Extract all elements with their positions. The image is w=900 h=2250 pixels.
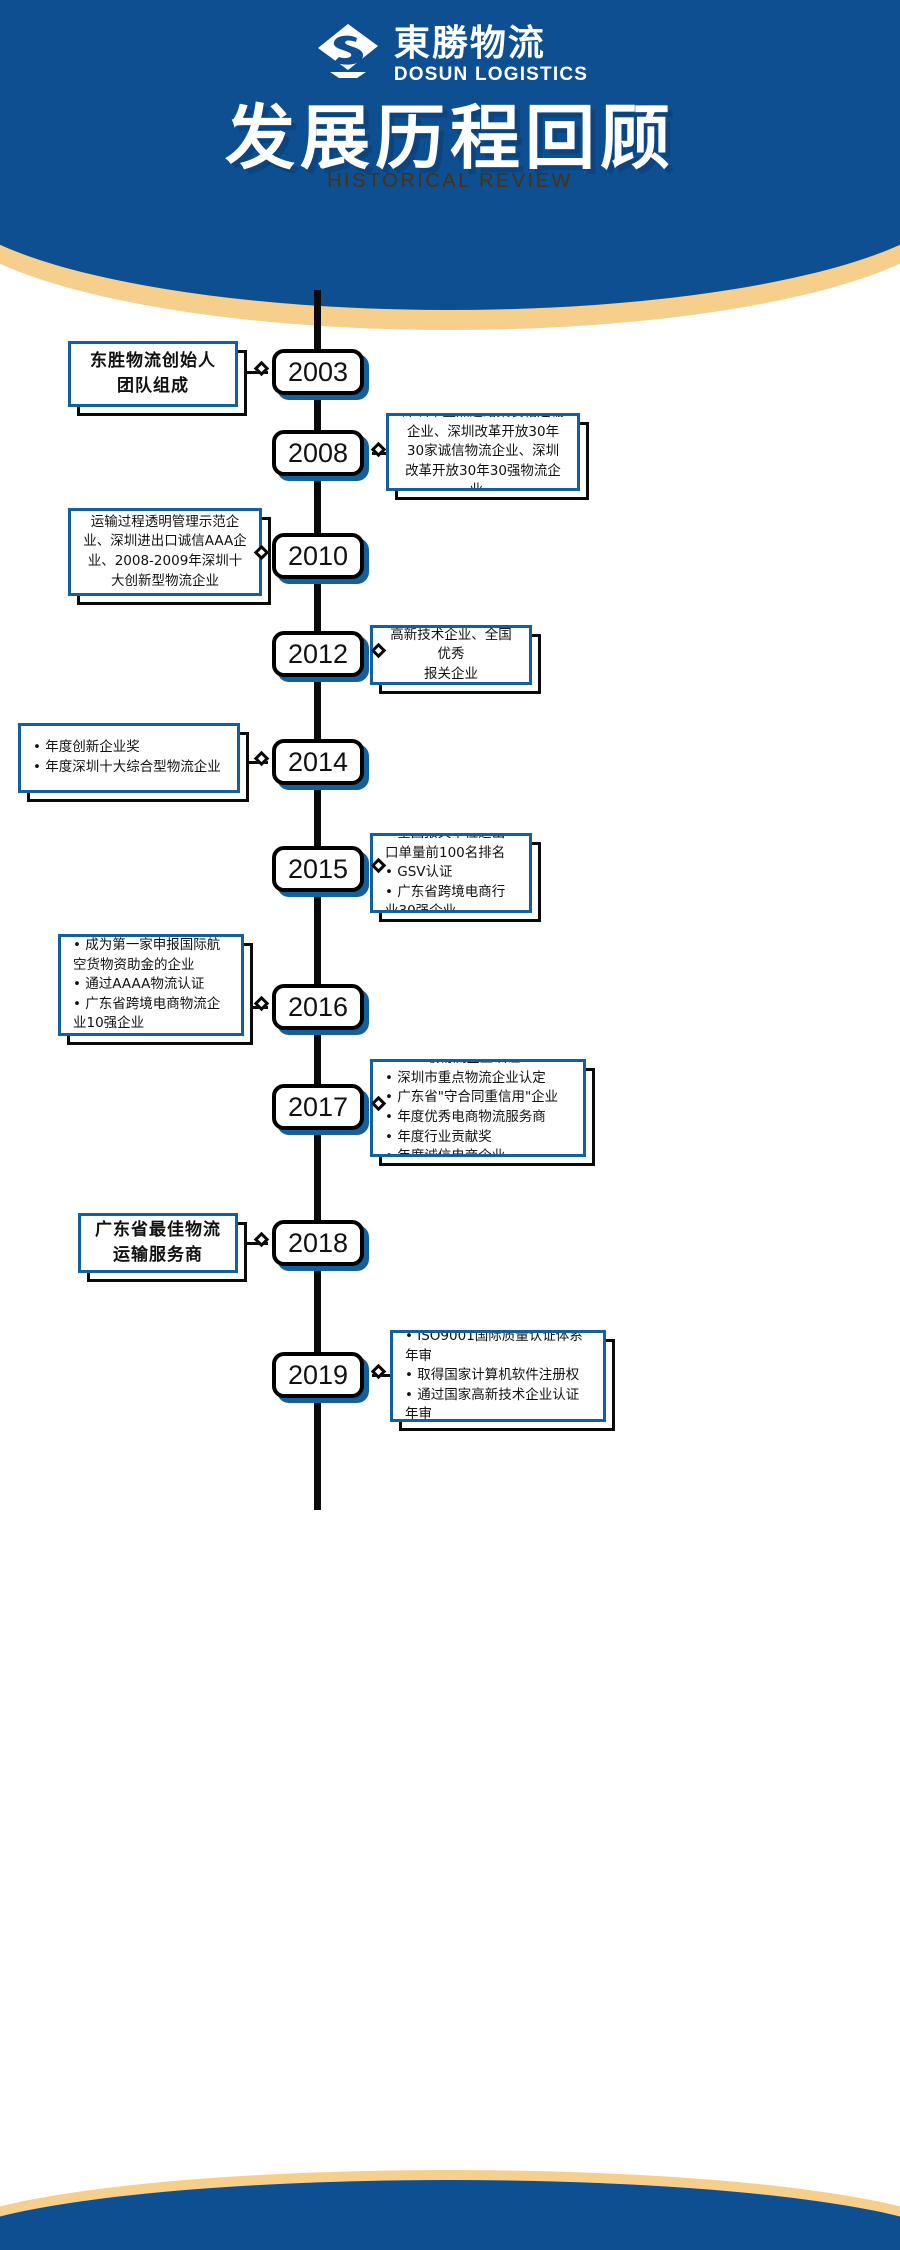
timeline-card-2015: • 全国报关单位进出口单量前100名排名 • GSV认证 • 广东省跨境电商行业… [370,833,541,922]
year-label: 2008 [272,430,364,476]
year-label: 2016 [272,984,364,1030]
year-label: 2018 [272,1220,364,1266]
year-label: 2014 [272,739,364,785]
page-title: 发展历程回顾 [225,97,675,179]
year-label: 2003 [272,349,364,395]
card-face: • 全国报关单位进出口单量前100名排名 • GSV认证 • 广东省跨境电商行业… [370,833,532,913]
timeline-card-2016: • 通过ISO9001年审 • 成为第一家申报国际航空货物资助金的企业 • 通过… [58,934,253,1045]
timeline-card-2018: 广东省最佳物流 运输服务商 [78,1213,247,1282]
year-badge-2019[interactable]: 2019 [272,1352,369,1403]
page-subtitle: HISTORICAL REVIEW [327,170,573,192]
year-label: 2019 [272,1352,364,1398]
card-face: • AAA级物流企业认证 • 深圳市重点物流企业认定 • 广东省"守合同重信用"… [370,1059,586,1157]
card-text-2012: 高新技术企业、全国优秀 报关企业 [390,626,512,682]
card-face: 高新技术企业、全国优秀 报关企业 [370,625,532,685]
year-badge-2015[interactable]: 2015 [272,846,369,897]
dosun-logo-icon [312,20,384,92]
card-text-2017: • AAA级物流企业认证 • 深圳市重点物流企业认定 • 广东省"守合同重信用"… [385,1062,559,1157]
year-badge-2016[interactable]: 2016 [272,984,369,1035]
footer-banner [0,2160,900,2250]
card-text-2010: 运输过程透明管理示范企业、深圳进出口诚信AAA企业、2008-2009年深圳十大… [83,513,247,589]
timeline-card-2017: • AAA级物流企业认证 • 深圳市重点物流企业认定 • 广东省"守合同重信用"… [370,1059,595,1166]
card-text-2008: 深圳市重点道路集装箱运输企业、深圳改革开放30年30家诚信物流企业、深圳改革开放… [402,416,564,491]
timeline-card-2003: 东胜物流创始人 团队组成 [68,341,247,416]
year-badge-2008[interactable]: 2008 [272,430,369,481]
timeline-card-2010: 运输过程透明管理示范企业、深圳进出口诚信AAA企业、2008-2009年深圳十大… [68,508,271,605]
card-text-2003: 东胜物流创始人 团队组成 [90,350,216,397]
card-face: • ISO9001国际质量认证体系年审 • 取得国家计算机软件注册权 • 通过国… [390,1330,606,1422]
card-text-2016: • 通过ISO9001年审 • 成为第一家申报国际航空货物资助金的企业 • 通过… [73,937,221,1032]
year-badge-2017[interactable]: 2017 [272,1084,369,1135]
card-face: • 通过ISO9001年审 • 成为第一家申报国际航空货物资助金的企业 • 通过… [58,934,244,1036]
year-label: 2015 [272,846,364,892]
timeline-card-2014: • 年度创新企业奖 • 年度深圳十大综合型物流企业 [18,723,249,802]
card-face: 东胜物流创始人 团队组成 [68,341,238,407]
timeline-card-2012: 高新技术企业、全国优秀 报关企业 [370,625,541,694]
card-face: • 年度创新企业奖 • 年度深圳十大综合型物流企业 [18,723,240,793]
card-face: 广东省最佳物流 运输服务商 [78,1213,238,1273]
year-badge-2014[interactable]: 2014 [272,739,369,790]
timeline-spine [314,290,321,1510]
year-label: 2017 [272,1084,364,1130]
card-face: 运输过程透明管理示范企业、深圳进出口诚信AAA企业、2008-2009年深圳十大… [68,508,262,596]
timeline-card-2019: • ISO9001国际质量认证体系年审 • 取得国家计算机软件注册权 • 通过国… [390,1330,615,1431]
card-text-2019: • ISO9001国际质量认证体系年审 • 取得国家计算机软件注册权 • 通过国… [405,1330,583,1422]
year-label: 2012 [272,631,364,677]
card-text-2018: 广东省最佳物流 运输服务商 [95,1219,221,1266]
timeline-card-2008: 深圳市重点道路集装箱运输企业、深圳改革开放30年30家诚信物流企业、深圳改革开放… [386,413,589,500]
card-text-2015: • 全国报关单位进出口单量前100名排名 • GSV认证 • 广东省跨境电商行业… [385,833,506,913]
header-blue-curve [0,0,900,310]
brand-logo: 東勝物流 DOSUN LOGISTICS [0,20,900,97]
logo-text-en: DOSUN LOGISTICS [393,63,589,85]
year-badge-2010[interactable]: 2010 [272,533,369,584]
year-badge-2012[interactable]: 2012 [272,631,369,682]
logo-text-cn: 東勝物流 [393,22,546,64]
year-badge-2018[interactable]: 2018 [272,1220,369,1271]
year-badge-2003[interactable]: 2003 [272,349,369,400]
header-banner: 東勝物流 DOSUN LOGISTICS 发展历程回顾 HISTORICAL R… [0,0,900,330]
card-face: 深圳市重点道路集装箱运输企业、深圳改革开放30年30家诚信物流企业、深圳改革开放… [386,413,580,491]
year-label: 2010 [272,533,364,579]
card-text-2014: • 年度创新企业奖 • 年度深圳十大综合型物流企业 [33,739,221,775]
